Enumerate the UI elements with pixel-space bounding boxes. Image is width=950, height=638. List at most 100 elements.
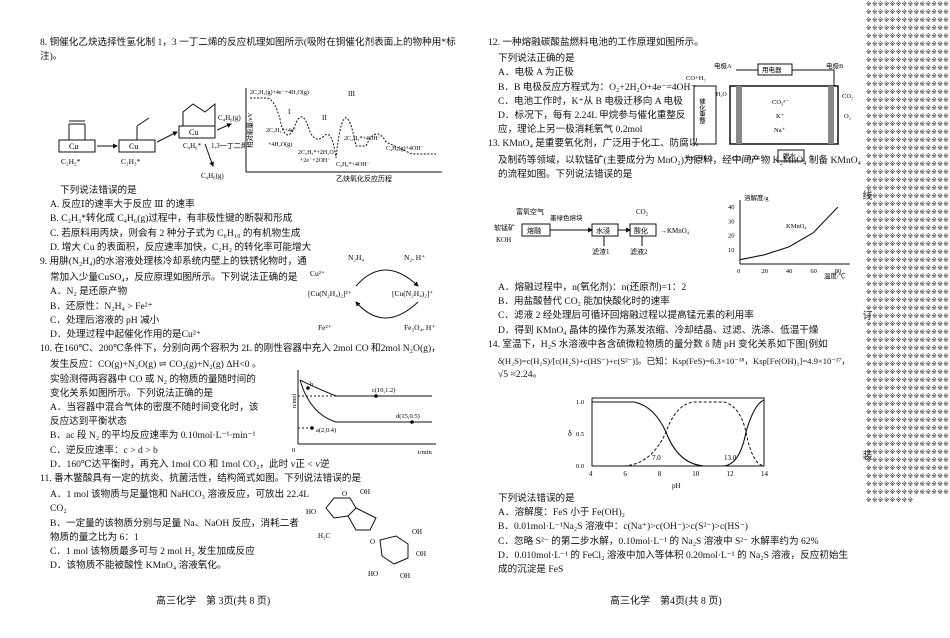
acid-o-label: O — [342, 490, 347, 498]
cu-complex-a: [Cu(N₂H₄)₂]²⁺ — [308, 289, 352, 298]
sugar-oh-1: OH — [412, 528, 422, 536]
question-10-option-b: B．ac 段 N₂ 的平均反应速率为 0.10mol·L⁻¹·min⁻¹ — [50, 430, 256, 442]
cell-body — [729, 85, 839, 145]
acid-oh-label: OH — [360, 488, 370, 496]
question-11-option-a-cont: CO₂ — [50, 503, 67, 515]
energy-curve — [250, 97, 436, 159]
sol-y-tick-0: 10 — [728, 247, 735, 254]
cu-label-3: Cu — [189, 128, 198, 137]
question-12-stem: 12. 一种熔融碳酸盐燃料电池的工作原理如图所示。 — [488, 37, 704, 48]
step-2: II — [322, 114, 327, 122]
question-9-option-a: A．N₂ 是还原产物 — [50, 286, 128, 298]
c2h3-label: C₂H₃* — [121, 157, 141, 166]
question-14-lead: 下列说法错误的是 — [498, 493, 575, 504]
ch4-label: CH₄+H₂O — [686, 155, 713, 162]
question-12-option-d-cont: 应，理论上另一极消耗氧气 0.2mol — [498, 124, 643, 136]
state-2: 2C₂H₃*+2H₂O — [298, 150, 334, 156]
delta-x-label: pH — [672, 482, 681, 490]
delta-x-tick-5: 14 — [761, 470, 769, 478]
flow-residue-1: 滤渣1 — [592, 247, 610, 256]
right-page: 12. 一种熔融碳酸盐燃料电池的工作原理如图所示。 下列说法正确的是 A．电极 … — [488, 36, 868, 182]
question-8-stem: 8. 铜催化乙炔选择性氢化制 1，3 一丁二烯的反应机理如图所示(吸附在铜催化剂… — [40, 37, 456, 63]
question-13-stem: 13. KMnO₄ 是重要氧化剂，广泛用于化工、防腐以 — [488, 138, 699, 150]
question-13-flow-chart: 富氧空气 软锰矿 KOH 熔融 墨绿色熔块 水浸 CO₂ 酸化 →KMnO₄ 滤… — [494, 207, 690, 256]
n2-h-label: N₂, H⁺ — [404, 253, 425, 262]
question-14-option-c: C．忽略 S²⁻ 的第二步水解，0.10mol·L⁻¹ 的 Na₂S 溶液中 S… — [498, 535, 819, 547]
flow-step-leach-label: 水浸 — [596, 226, 610, 235]
delta-y-tick-2: 1.0 — [576, 399, 584, 406]
question-11-option-d: D．该物质不能被酸性 KMnO₄ 溶液氧化。 — [50, 560, 227, 572]
ion-3: Na⁺ — [774, 127, 786, 134]
delta-y-tick-1: 0.5 — [576, 431, 584, 438]
flow-melt-product: 墨绿色熔块 — [550, 213, 583, 222]
binding-mark-staple: 装 — [860, 450, 871, 460]
load-label: 用电器 — [762, 65, 782, 74]
delta-x-tick-0: 4 — [589, 470, 593, 478]
sol-x-tick-3: 60 — [810, 268, 817, 275]
sol-y-tick-2: 30 — [728, 218, 735, 225]
co2-label: CO₂ — [842, 93, 853, 100]
electrode-b-label: 电极B — [826, 62, 844, 70]
flow-step-acidify — [629, 223, 657, 237]
question-14-sqrt: √5 ≈2.24。 — [498, 369, 543, 381]
question-12-lead: 下列说法正确的是 — [498, 53, 575, 65]
question-12-fuel-cell-figure: 电极A 电极B 用电器 催化重整 CO₃²⁻ K⁺ Na⁺ CO+H₂ H₂O … — [686, 62, 853, 162]
flow-step-melt-label: 熔融 — [527, 226, 541, 235]
ring-o-label: O — [370, 538, 375, 546]
question-14-option-a: A．溶解度：FeS 小于 Fe(OH)₂ — [498, 507, 625, 519]
cu-label-1: Cu — [69, 142, 78, 151]
cu2-label: Cu²⁺ — [310, 269, 325, 278]
sol-x-tick-0: 0 — [737, 268, 740, 275]
question-8-mechanism-figure: Cu C₂H₂* Cu C₂H₃* Cu C₄H₆* C₄H₆(g) C₄H₆(… — [58, 102, 245, 180]
c4h6-star-label: C₄H₆* — [183, 142, 202, 150]
q10-x-label: t/min — [418, 449, 432, 456]
question-9-option-c: C．处理后溶液的 pH 减小 — [50, 314, 160, 326]
sol-x-tick-4: 80 — [835, 268, 842, 275]
question-11-stem: 11. 番木鳖酸具有一定的抗炎、抗菌活性，结构简式如图。下列说法错误的是 — [40, 473, 362, 485]
reformer-label: 催化重整 — [698, 97, 706, 125]
state-1b: +4H₂O(g) — [268, 141, 292, 148]
question-10-equation: 发生反应：CO(g)+N₂O(g) ⇌ CO₂(g)+N₂(g) ΔH<0 。 — [50, 359, 262, 371]
delta-x-tick-3: 10 — [692, 470, 700, 478]
footer-left: 高三化学 第 3页(共 8 页) — [156, 596, 271, 607]
sugar-ho: HO — [368, 570, 378, 578]
flow-koh-label: KOH — [496, 236, 511, 244]
point-c: c(10,1.2) — [372, 387, 395, 394]
state-0: 2C₂H₂(g)+4e⁻+4H₂O(g) — [250, 89, 309, 96]
sugar-oh-2: OH — [416, 550, 426, 558]
question-12-option-a: A．电极 A 为正极 — [498, 67, 574, 79]
q10-curve-lower — [299, 379, 432, 423]
delta-x-tick-2: 8 — [658, 470, 662, 478]
sol-x-label: 温度/℃ — [824, 271, 846, 280]
delta-x-tick-4: 12 — [727, 470, 735, 478]
question-13-option-a: A．熔融过程中，n(氧化剂)：n(还原剂)=1：2 — [498, 282, 687, 293]
fe3o4-label: Fe₃O₄, H⁺ — [404, 323, 435, 332]
sol-y-label: 溶解度/g — [744, 193, 769, 202]
c2h2-label: C₂H₂* — [61, 157, 81, 166]
binding-mark-bind: 订 — [860, 310, 871, 320]
question-10-option-a-cont: 反应达到平衡状态 — [50, 416, 127, 428]
question-14-option-d-cont: 成的沉淀是 FeS — [498, 564, 564, 576]
question-13-option-b: B．用盐酸替代 CO₂ 能加快酸化时的速率 — [498, 296, 670, 308]
ion-1: CO₃²⁻ — [772, 99, 789, 106]
co2-h2o-label: CO₂+H₂O — [732, 155, 759, 162]
question-10-option-a: A．当容器中混合气体的密度不随时间变化时，该 — [50, 402, 259, 414]
question-10-stem-3: 变化关系如图所示。下列说法正确的是 — [50, 387, 214, 399]
question-10-option-d: D．160℃达平衡时，再充入 1mol CO 和 1mol CO₂，此时 v正 … — [50, 458, 330, 470]
electrode-a-label: 电极A — [714, 62, 732, 70]
question-11-option-a: A．1 mol 该物质与足量饱和 NaHCO₃ 溶液反应，可放出 22.4L — [50, 489, 310, 501]
delta-mark-2: 13.0 — [724, 454, 737, 462]
cu-complex-b: [Cu(N₂H₄)₂]⁺ — [392, 289, 433, 298]
q10-curve-upper — [299, 379, 432, 397]
question-10-stem-2: 实验测得两容器中 CO 或 N₂ 的物质的量随时间的 — [50, 373, 256, 385]
step-3: III — [348, 90, 356, 98]
reformer-box — [693, 85, 717, 145]
binding-margin-pattern: ※※※※※※※※※※※※※※※※※※※※※※※※※※※※※※※※※※※※※※※※… — [866, 0, 950, 504]
cu-surface-3 — [178, 125, 216, 139]
c4h6g-label-2: C₄H₆(g) — [201, 172, 224, 180]
question-13-option-d: D．得到 KMnO₄ 晶体的操作为蒸发浓缩、冷却结晶、过滤、洗涤、低温干燥 — [498, 324, 819, 336]
state-2b: +2e⁻+2OH⁻ — [300, 158, 330, 164]
o2-label: O₂ — [844, 113, 851, 120]
